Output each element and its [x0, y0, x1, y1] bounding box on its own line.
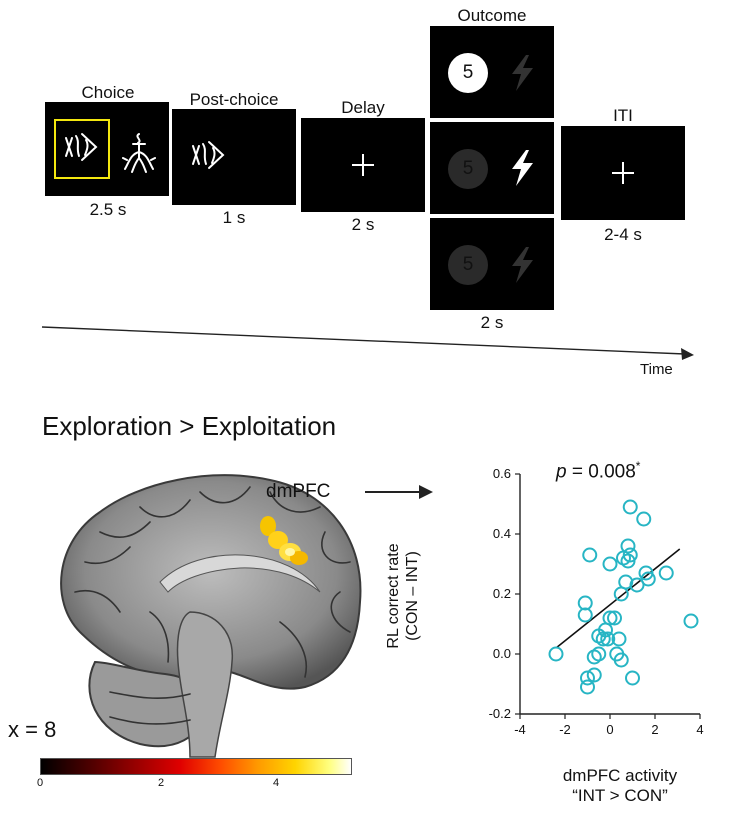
data-point — [580, 670, 595, 686]
coin-icon: 5 — [448, 53, 488, 93]
x-tick-label: -4 — [514, 722, 526, 737]
iti-screen — [561, 126, 685, 220]
x-tick-label: 4 — [696, 722, 703, 737]
stimulus-a-icon — [65, 133, 98, 161]
data-point — [622, 499, 638, 515]
fixation-cross-icon — [352, 154, 374, 176]
stimulus-b-icon — [122, 133, 156, 173]
shock-dim-icon — [512, 55, 533, 91]
slice-coordinate: x = 8 — [8, 717, 57, 742]
data-point — [658, 565, 674, 581]
x-tick-label: 2 — [651, 722, 658, 737]
y-tick-label: 0.6 — [493, 466, 511, 481]
data-point — [595, 631, 611, 647]
y-axis-label-line1: RL correct rate — [385, 543, 402, 649]
data-point — [591, 646, 607, 662]
x-tick-label: 0 — [606, 722, 613, 737]
data-point — [629, 577, 645, 593]
time-axis-label: Time — [640, 361, 673, 378]
outcome-duration: 2 s — [480, 313, 504, 332]
x-axis-label-line2: “INT > CON” — [572, 786, 668, 805]
p-value: = 0.008 — [566, 461, 636, 483]
post-choice-duration: 1 s — [222, 208, 246, 227]
significance-marker: * — [635, 459, 641, 473]
coin-dim-icon: 5 — [448, 149, 488, 189]
shock-dim-icon — [512, 247, 533, 283]
data-point — [600, 631, 616, 647]
data-point — [548, 646, 564, 662]
data-point — [602, 556, 618, 572]
outcome-screen-reward: 5 — [430, 26, 554, 118]
y-axis-label: RL correct rate (CON – INT) — [384, 526, 424, 666]
x-tick-label: -2 — [559, 722, 571, 737]
delay-duration: 2 s — [351, 215, 375, 234]
p-value-annotation: p = 0.008* — [556, 459, 640, 483]
iti-duration: 2-4 s — [604, 225, 642, 244]
choice-label: Choice — [81, 83, 135, 102]
data-point — [622, 547, 638, 563]
colorbar-tick: 0 — [37, 777, 44, 789]
delay-screen — [301, 118, 425, 212]
data-point — [586, 667, 602, 683]
y-tick-label: 0.4 — [493, 526, 511, 541]
colorbar-tick: 4 — [273, 777, 280, 789]
post-choice-screen — [172, 109, 296, 205]
data-point — [613, 652, 629, 668]
outcome-label: Outcome — [457, 6, 527, 25]
outcome-screen-shock: 5 — [430, 122, 554, 214]
time-arrow — [41, 326, 694, 360]
data-point — [683, 613, 699, 629]
choice-duration: 2.5 s — [89, 200, 127, 219]
p-symbol: p — [556, 461, 567, 483]
data-point — [640, 571, 656, 587]
y-tick-label: 0.2 — [493, 586, 511, 601]
x-axis-label-line1: dmPFC activity — [562, 766, 678, 785]
y-axis-label-line2: (CON – INT) — [404, 551, 421, 641]
data-point — [611, 631, 627, 647]
brain-sagittal-slice — [60, 474, 362, 758]
data-point — [607, 610, 622, 626]
data-point — [586, 649, 602, 665]
post-choice-label: Post-choice — [189, 90, 279, 109]
shock-icon — [512, 150, 533, 186]
scatter-plot: -0.2 0.0 0.2 0.4 0.6 -4 -2 0 2 4 — [489, 466, 704, 737]
colorbar — [40, 758, 352, 775]
data-point — [577, 607, 593, 623]
x-axis-label: dmPFC activity “INT > CON” — [520, 766, 720, 806]
y-tick-label: 0.0 — [493, 646, 511, 661]
data-point — [636, 511, 652, 527]
iti-label: ITI — [613, 106, 633, 125]
coin-dim-icon: 5 — [448, 245, 488, 285]
data-point — [580, 679, 595, 695]
region-arrow — [365, 485, 433, 499]
outcome-screen-none: 5 — [430, 218, 554, 310]
choice-screen — [45, 102, 169, 196]
data-point — [602, 610, 618, 626]
fixation-cross-icon — [612, 162, 634, 184]
colorbar-tick: 2 — [158, 777, 165, 789]
contrast-title: Exploration > Exploitation — [42, 411, 337, 441]
delay-label: Delay — [341, 98, 385, 117]
chosen-stimulus-icon — [192, 141, 225, 169]
region-label: dmPFC — [266, 481, 331, 502]
y-tick-label: -0.2 — [489, 706, 511, 721]
data-point — [620, 538, 636, 554]
data-point — [582, 547, 598, 563]
data-point — [625, 670, 640, 686]
selection-box — [54, 119, 110, 179]
